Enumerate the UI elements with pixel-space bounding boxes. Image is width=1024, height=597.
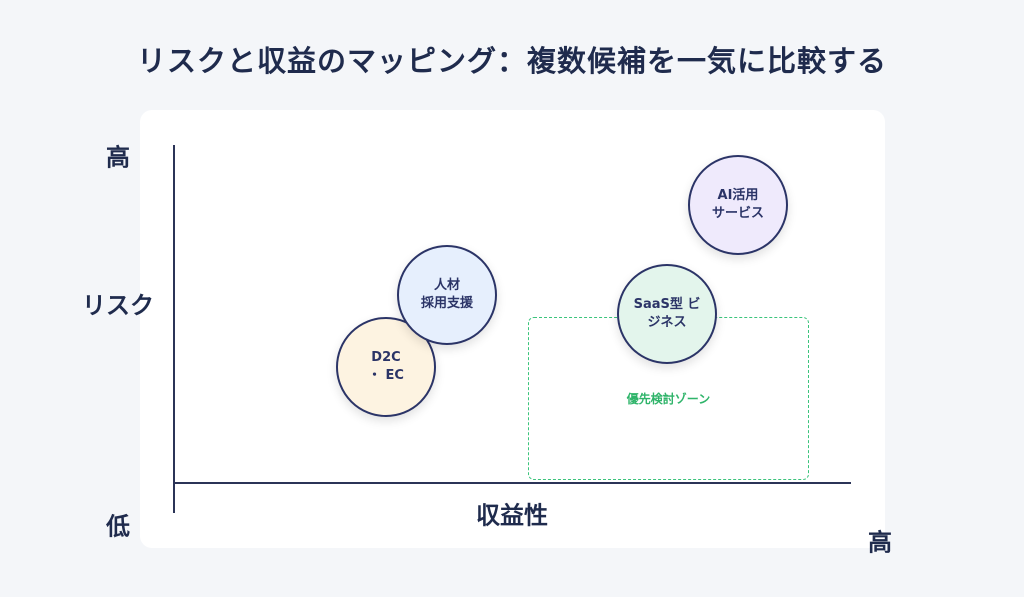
y-axis-high-label: 高 <box>106 143 130 172</box>
bubble-hr-recruiting: 人材 採用支援 <box>397 245 497 345</box>
bubble-ai-service: AI活用 サービス <box>688 155 788 255</box>
bubble-d2c-ec: D2C ・ EC <box>336 317 436 417</box>
x-axis-line <box>173 482 851 484</box>
x-axis-high-label: 高 <box>868 528 892 557</box>
x-axis-label: 収益性 <box>476 501 548 530</box>
page-title: リスクと収益のマッピング：複数候補を一気に比較する <box>136 44 887 78</box>
bubble-saas: SaaS型 ビ ジネス <box>617 264 717 364</box>
priority-zone-label: 優先検討ゾーン <box>626 392 711 406</box>
y-axis-label: リスク <box>82 291 154 320</box>
origin-low-label: 低 <box>106 512 130 541</box>
y-axis-line <box>173 145 175 513</box>
